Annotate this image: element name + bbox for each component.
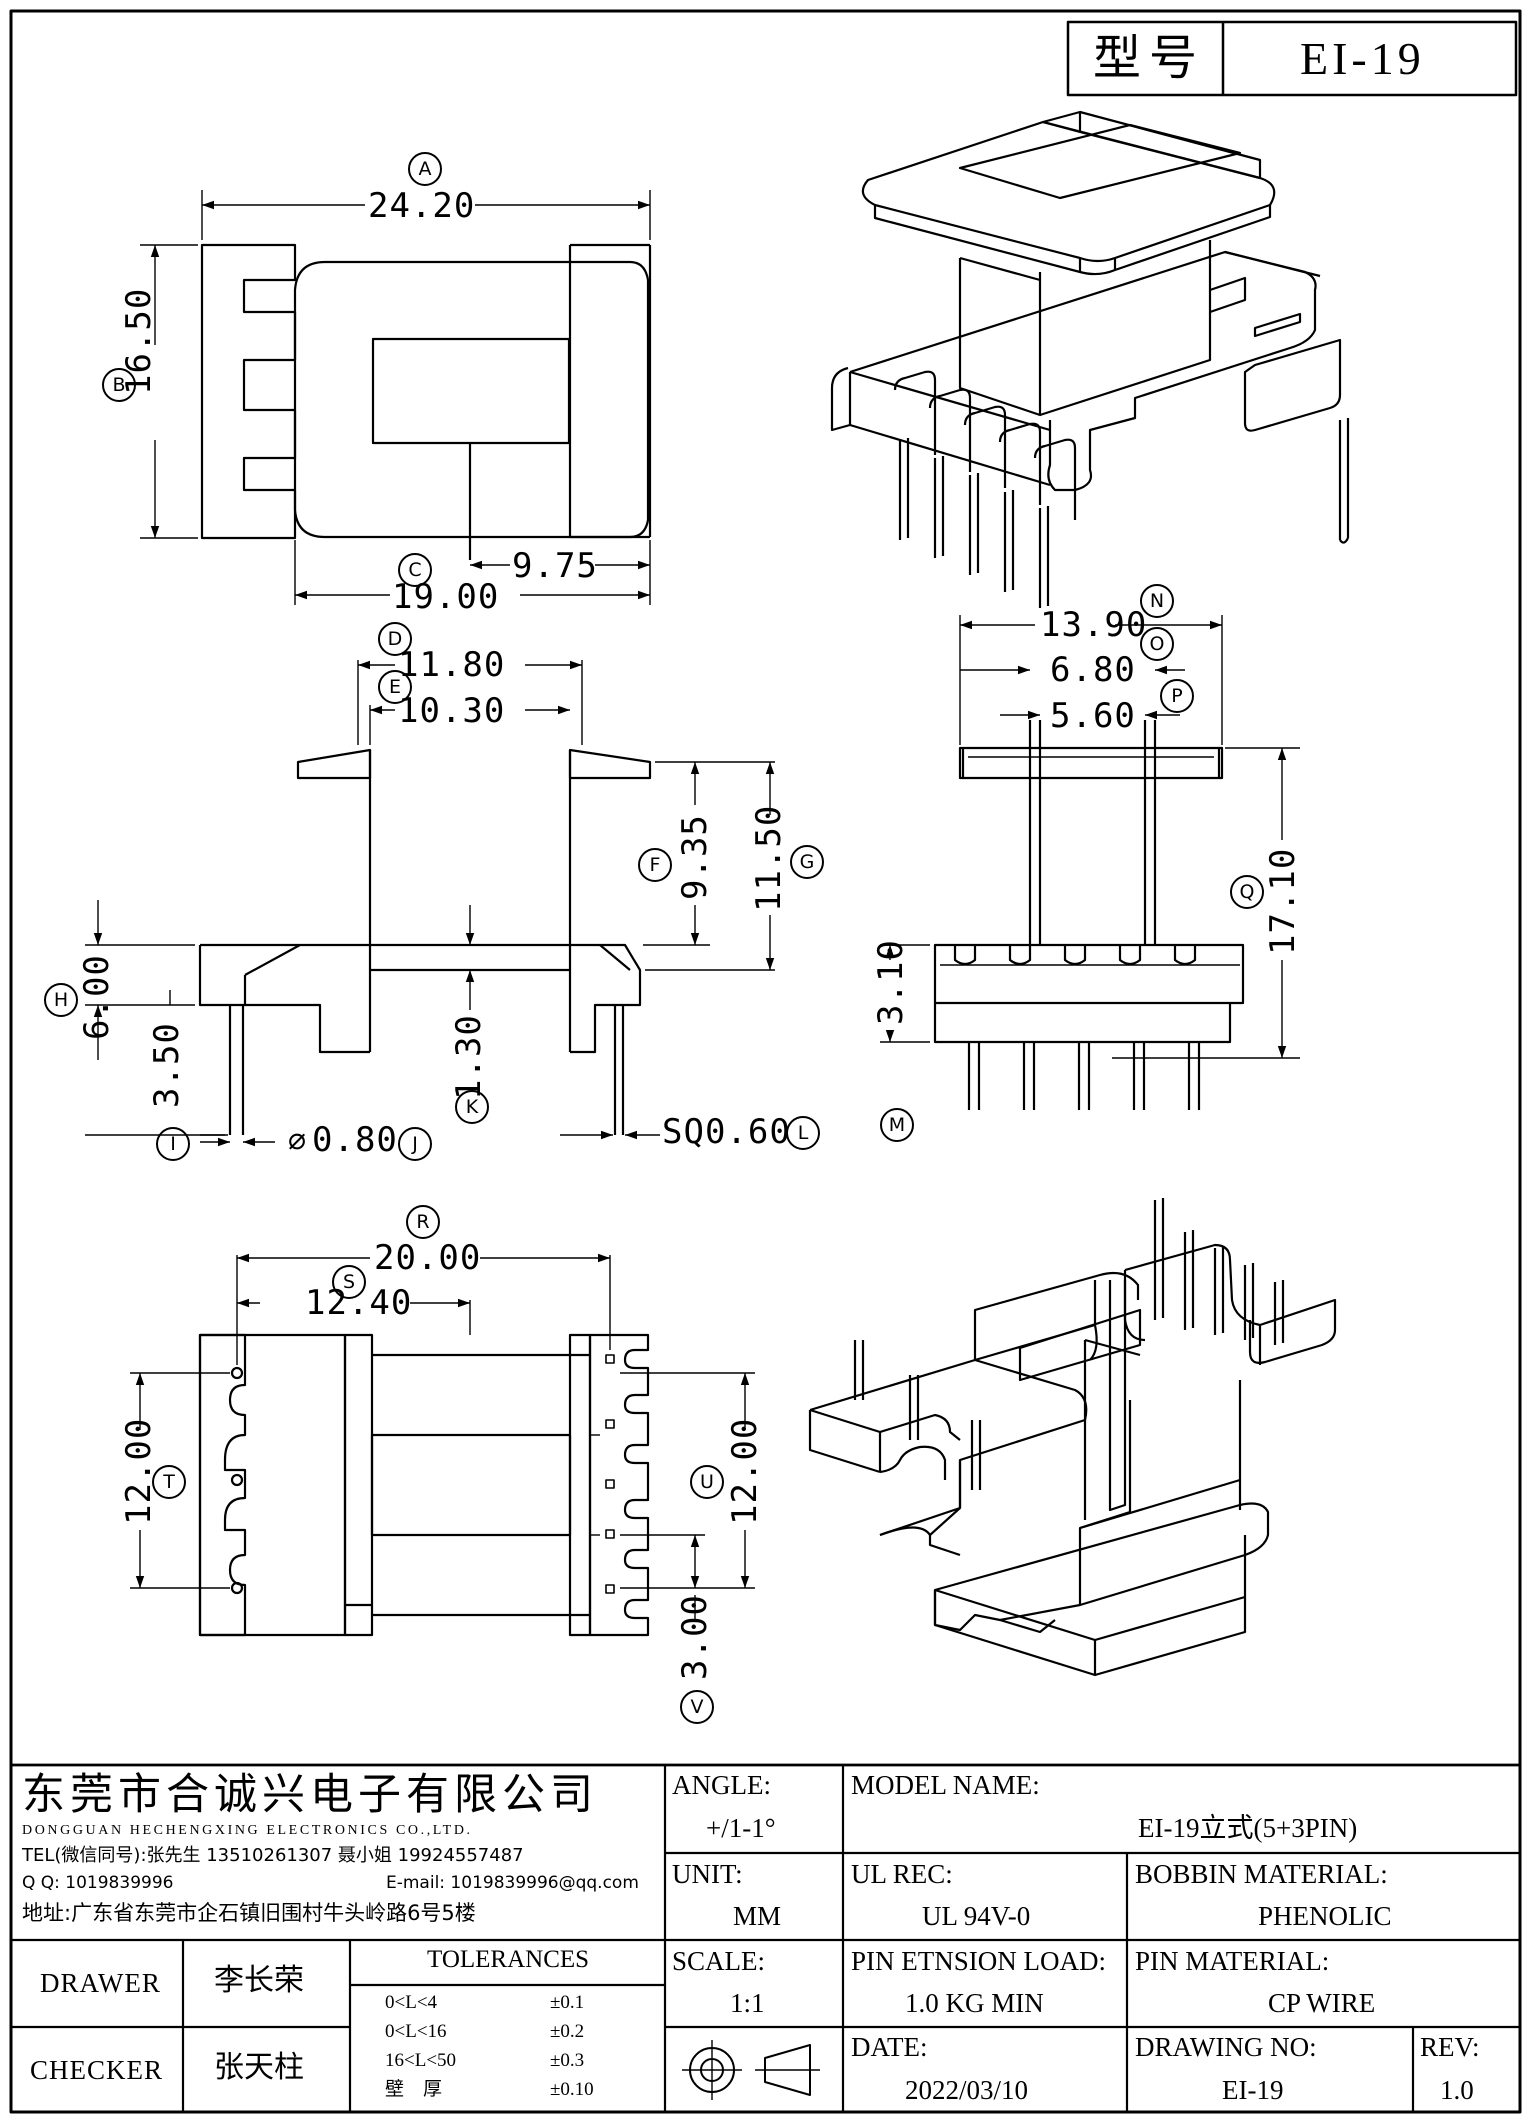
iso-view-top — [830, 110, 1350, 608]
label-a: A — [408, 152, 442, 186]
dim-o: 6.80 — [1050, 650, 1136, 690]
rev-value: 1.0 — [1440, 2075, 1474, 2105]
label-h: H — [44, 983, 78, 1017]
pin-load-label: PIN ETNSION LOAD: — [851, 1946, 1106, 1976]
projection-symbol — [682, 2040, 820, 2100]
model-name-value: EI-19立式(5+3PIN) — [1138, 1813, 1358, 1843]
label-o: O — [1140, 627, 1174, 661]
tol-range-4: 壁 厚 — [385, 2078, 443, 2100]
unit-label: UNIT: — [672, 1859, 743, 1889]
rev-label: REV: — [1420, 2032, 1480, 2062]
company-address: 地址:广东省东莞市企石镇旧围村牛头岭路6号5楼 — [22, 1901, 476, 1925]
dim-m: 3.10 — [871, 939, 911, 1025]
bottom-view — [130, 1253, 755, 1637]
label-t: T — [152, 1465, 186, 1499]
tol-value-1: ±0.1 — [550, 1992, 585, 2013]
ul-label: UL REC: — [851, 1859, 953, 1889]
tol-range-2: 0<L<16 — [385, 2021, 447, 2042]
pin-load-value: 1.0 KG MIN — [905, 1988, 1044, 2018]
drawing-no-label: DRAWING NO: — [1135, 2032, 1317, 2062]
tol-value-3: ±0.3 — [550, 2050, 585, 2071]
date-label: DATE: — [851, 2032, 928, 2062]
dim-j-symbol: ⌀ — [288, 1122, 307, 1157]
dim-l: SQ0.60 — [662, 1112, 791, 1152]
dim-v: 3.00 — [675, 1594, 715, 1680]
dim-n: 13.90 — [1040, 605, 1148, 645]
side-view — [880, 615, 1300, 1110]
unit-value: MM — [733, 1901, 782, 1931]
label-v: V — [680, 1690, 714, 1724]
front-view — [85, 660, 775, 1147]
company-tel: TEL(微信同号):张先生 13510261307 聂小姐 1992455748… — [22, 1845, 524, 1866]
label-d: D — [378, 622, 412, 656]
title-block-grid — [11, 1763, 1520, 2112]
label-b: B — [102, 368, 136, 402]
company-qq: Q Q: 1019839996 — [22, 1873, 174, 1893]
dim-3-50: 3.50 — [147, 1022, 187, 1108]
dim-t: 12.00 — [119, 1417, 159, 1525]
date-value: 2022/03/10 — [905, 2075, 1029, 2105]
top-view — [140, 190, 652, 605]
label-r: R — [406, 1205, 440, 1239]
sheet-border — [9, 9, 1522, 2114]
label-q: Q — [1230, 875, 1264, 909]
label-i: I — [156, 1127, 190, 1161]
dim-d: 11.80 — [398, 645, 506, 685]
dim-9-75: 9.75 — [512, 546, 598, 586]
label-j: J — [398, 1127, 432, 1161]
header-box — [1066, 20, 1518, 97]
label-s: S — [332, 1265, 366, 1299]
dim-j: 0.80 — [312, 1120, 398, 1160]
label-c: C — [398, 553, 432, 587]
drawer-name: 李长荣 — [214, 1963, 304, 1998]
dim-f: 9.35 — [675, 814, 715, 900]
dim-u: 12.00 — [725, 1417, 765, 1525]
model-name-label: MODEL NAME: — [851, 1770, 1040, 1800]
label-k: K — [455, 1090, 489, 1124]
label-u: U — [690, 1465, 724, 1499]
dim-h: 6.00 — [77, 954, 117, 1040]
label-e: E — [378, 670, 412, 704]
angle-value: +/1-1° — [706, 1813, 776, 1843]
model-value: EI-19 — [1300, 33, 1425, 84]
pin-mat-value: CP WIRE — [1268, 1988, 1376, 2018]
company-name-en: DONGGUAN HECHENGXING ELECTRONICS CO.,LTD… — [22, 1823, 473, 1838]
model-label: 型号 — [1093, 30, 1206, 86]
company-email: E-mail: 1019839996@qq.com — [386, 1873, 639, 1893]
tol-value-4: ±0.10 — [550, 2079, 594, 2100]
dim-a: 24.20 — [368, 186, 476, 226]
label-f: F — [638, 848, 672, 882]
bobbin-label: BOBBIN MATERIAL: — [1135, 1859, 1388, 1889]
tol-value-2: ±0.2 — [550, 2021, 585, 2042]
ul-value: UL 94V-0 — [922, 1901, 1031, 1931]
checker-name: 张天柱 — [214, 2050, 304, 2085]
iso-view-bottom — [808, 1198, 1337, 1677]
dim-e: 10.30 — [398, 691, 506, 731]
label-g: G — [790, 845, 824, 879]
label-l: L — [786, 1116, 820, 1150]
label-p: P — [1160, 679, 1194, 713]
dim-r: 20.00 — [374, 1238, 482, 1278]
drawing-no-value: EI-19 — [1222, 2075, 1284, 2105]
company-name-cn: 东莞市合诚兴电子有限公司 — [22, 1770, 598, 1820]
pin-mat-label: PIN MATERIAL: — [1135, 1946, 1330, 1976]
scale-label: SCALE: — [672, 1946, 766, 1976]
angle-label: ANGLE: — [672, 1770, 771, 1800]
label-n: N — [1140, 584, 1174, 618]
tol-range-3: 16<L<50 — [385, 2050, 457, 2071]
dim-k: 1.30 — [449, 1014, 489, 1100]
dim-q: 17.10 — [1263, 847, 1303, 955]
bobbin-value: PHENOLIC — [1258, 1901, 1392, 1931]
tolerances-title: TOLERANCES — [427, 1946, 590, 1973]
tol-range-1: 0<L<4 — [385, 1992, 438, 2013]
dim-p: 5.60 — [1050, 696, 1136, 736]
label-m: M — [880, 1108, 914, 1142]
scale-value: 1:1 — [730, 1988, 765, 2018]
dim-g: 11.50 — [749, 804, 789, 912]
checker-label: CHECKER — [30, 2055, 164, 2085]
drawer-label: DRAWER — [40, 1968, 161, 1998]
